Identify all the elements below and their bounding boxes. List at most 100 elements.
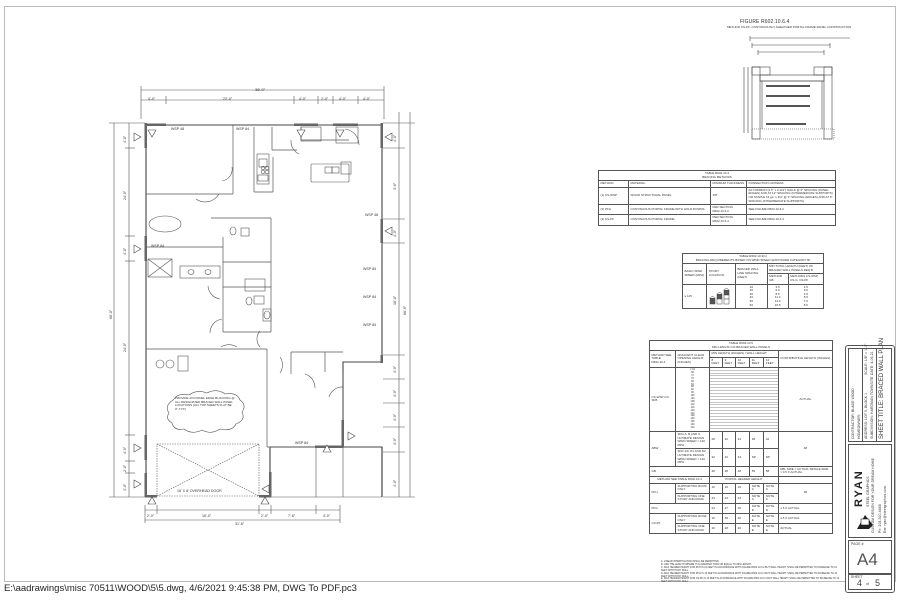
company-logo: RYAN STEEL GRAPHICS CUSTOM DESIGN FOR YO… [848, 444, 892, 538]
homeowner-label: HOMEOWNER: [857, 413, 861, 439]
house-logo-icon [857, 515, 873, 529]
figure-title: FIGURE R602.10.6.4 [740, 19, 790, 25]
col-header: BRACED WALL LINE SPACING (FEET) [735, 263, 768, 285]
right-overall-dim: 66'-0" [403, 305, 407, 315]
bottom-dim: 4'-0" [323, 514, 331, 518]
top-dim: 4'-0" [299, 97, 307, 101]
table-subtitle: BRACING METHODS [702, 174, 732, 179]
floor-plan [109, 86, 415, 523]
table-row: ABW SDC A, B AND C, ULTIMATE DESIGN WIND… [649, 430, 834, 467]
right-dim: 4'-0" [393, 389, 397, 397]
company-slogan: CUSTOM DESIGN FOR YOUR DREAM HOME [871, 458, 875, 533]
top-dim: 4'-0" [148, 97, 156, 101]
contractor-label: CONTRACTOR: BLADE WOOD [851, 388, 855, 439]
left-dim: 4'-0" [123, 483, 127, 491]
right-dim: 16'-0" [393, 295, 397, 305]
left-dim: 4'-0" [123, 247, 127, 255]
wall-tag: WSP 84 [295, 441, 309, 445]
col-header: MATERIAL [628, 180, 711, 188]
company-tag: STEEL GRAPHICS [866, 476, 870, 507]
left-dim: 24'-0" [123, 190, 127, 200]
sheet-number: 4 [857, 578, 863, 588]
table-notes: A. LINEAR INTERPOLATION SHALL BE PERMITT… [661, 560, 840, 584]
overall-width-dim: 38'-0" [255, 87, 266, 92]
wind-bracing-table: TABLE R602.10.3(1)BRACING REQUIREMENTS B… [681, 252, 825, 310]
address-label: ADDRESS: LOT 5, BLOCK 1 [864, 392, 868, 439]
col-header: CONTRIBUTING LENGTH (INCHES) [777, 350, 834, 368]
bottom-dim: 16'-0" [202, 514, 212, 518]
bottom-dim: 2'-0" [147, 514, 155, 518]
table-row: PFG 24 27 30 NOTE D NOTE D 1.5 X ACTUAL [649, 502, 834, 515]
drawing-sheet: 38'-0" 4'-0" 22'-0" 4'-0" 2'-0" 4'-0" 4'… [4, 6, 896, 593]
table-row: CS-PF SUPPORTING ROOF ONLY 16 18 20 NOTE… [649, 513, 834, 535]
page-number: A4 [857, 550, 878, 569]
bottom-dim: 2'-0" [261, 514, 269, 518]
story-location-icon [706, 283, 736, 310]
left-dim: 4'-0" [123, 135, 127, 143]
bottom-overall-dim: 31'-6" [235, 522, 245, 526]
right-dim: 3'-6" [393, 182, 397, 190]
left-dim: 2'-0" [123, 464, 127, 472]
right-dim: 4'-0" [393, 229, 397, 237]
wall-tag: WSP 84 [236, 127, 250, 131]
right-dim: 4'-0" [393, 413, 397, 421]
wall-tag: WSP 84 [363, 267, 377, 271]
top-dim: 4'-0" [339, 97, 347, 101]
col-header: ADJACENT CLEAR OPENING HEIGHT (INCHES) [675, 350, 710, 368]
col-header: METHODS CS-WSP, CS-G, CS-PF [787, 273, 825, 285]
col-header: MINIMUM THICKNESS [710, 180, 747, 188]
table-title: TABLE R602.10.3(1) [739, 254, 767, 258]
title-block: CONTRACTOR: BLADE WOOD HOMEOWNER: ADDRES… [845, 338, 895, 593]
portal-frame-figure [743, 36, 850, 140]
scale-label: SCALE: 1/8" = 1'-0" [864, 343, 868, 375]
table-subtitle: BRACING REQUIREMENTS BASED ON WIND SPEED… [695, 257, 811, 262]
col-header: STORY LOCATION [706, 263, 736, 285]
table-row: (1) CS-WSP WOOD STRUCTURAL PANEL 3/8" 6d… [598, 186, 836, 206]
date-label: DATE: 4-06-21 [870, 351, 874, 375]
table-row: SDC D0, D1 AND D2, ULTIMATE DESIGN WIND … [650, 448, 833, 467]
col-header: METHOD GB [766, 273, 789, 285]
col-header: METHOD [598, 180, 629, 188]
page-box: PAGE # A4 [848, 540, 892, 574]
table-row: PFH SUPPORTING ROOF ONLY 16 16 16 NOTE C… [649, 482, 834, 504]
company-phone: Ph: 208-520-4448 [878, 504, 882, 533]
blocking-note: PROVIDE 2X4 PANEL EDGE BLOCKING @ ALL DE… [175, 396, 235, 411]
wall-tag: WSP 84 [363, 295, 377, 299]
sheet-of: of [866, 582, 870, 586]
right-dim: 4'-0" [393, 479, 397, 487]
min-length-grid [709, 366, 779, 433]
subdivision-label: SUBDIVISION: HARDMAN TOWNSITE [870, 376, 874, 440]
table-row: (2) PFH CONTINUOUS PORTAL FRAME WITH HOL… [598, 204, 836, 216]
top-dim: 22'-0" [223, 97, 233, 101]
right-dim: 4'-0" [393, 134, 397, 142]
col-header: BASIC WIND SPEED (MPH) [681, 263, 708, 285]
sheet-title: SHEET TITLE: BRACED WALL PLAN [879, 337, 885, 439]
table-row: GB 48 48 48 53 58 DBL SIDE = ACTUAL SING… [649, 465, 834, 477]
table-title: TABLE R602.10.5 [729, 341, 753, 345]
bottom-dim: 7'-6" [288, 514, 296, 518]
figure-subtitle: METHOD CS-PF: CONTINUOUSLY SHEATHED PORT… [727, 25, 852, 29]
wall-tag: WSP 84 [151, 244, 165, 248]
page-label: PAGE # [851, 542, 864, 546]
left-dim: 24'-0" [123, 342, 127, 352]
table-subtitle: MIN LENGTH OF BRACED WALL PANELS [711, 344, 771, 349]
col-header: MIN LENGTH (INCHES) / WALL HEIGHT [709, 350, 779, 358]
right-dim: 4'-0" [393, 365, 397, 373]
garage-door-label: 16' X 8' OVERHEAD DOOR [177, 489, 222, 493]
table-row: (3) CS-PF CONTINUOUS PORTAL FRAME PER SE… [598, 214, 836, 226]
brace-marker-icon [133, 129, 393, 505]
wall-tag: WSP 48 [171, 127, 185, 131]
project-info: CONTRACTOR: BLADE WOOD HOMEOWNER: ADDRES… [848, 338, 892, 442]
sheet-total: 5 [875, 578, 881, 588]
wall-tag: WSP 48 [365, 213, 379, 217]
left-dim: 4'-0" [123, 446, 127, 454]
top-dim: 2'-0" [321, 97, 329, 101]
col-header: MIN TOTAL LENGTH (FEET) OF BRACED WALL P… [766, 263, 825, 275]
sheet-box: SHEET 4 of 5 [848, 574, 892, 590]
overall-depth-dim: 66'-0" [109, 309, 113, 319]
table-title: TABLE R602.10.4 [705, 171, 729, 175]
